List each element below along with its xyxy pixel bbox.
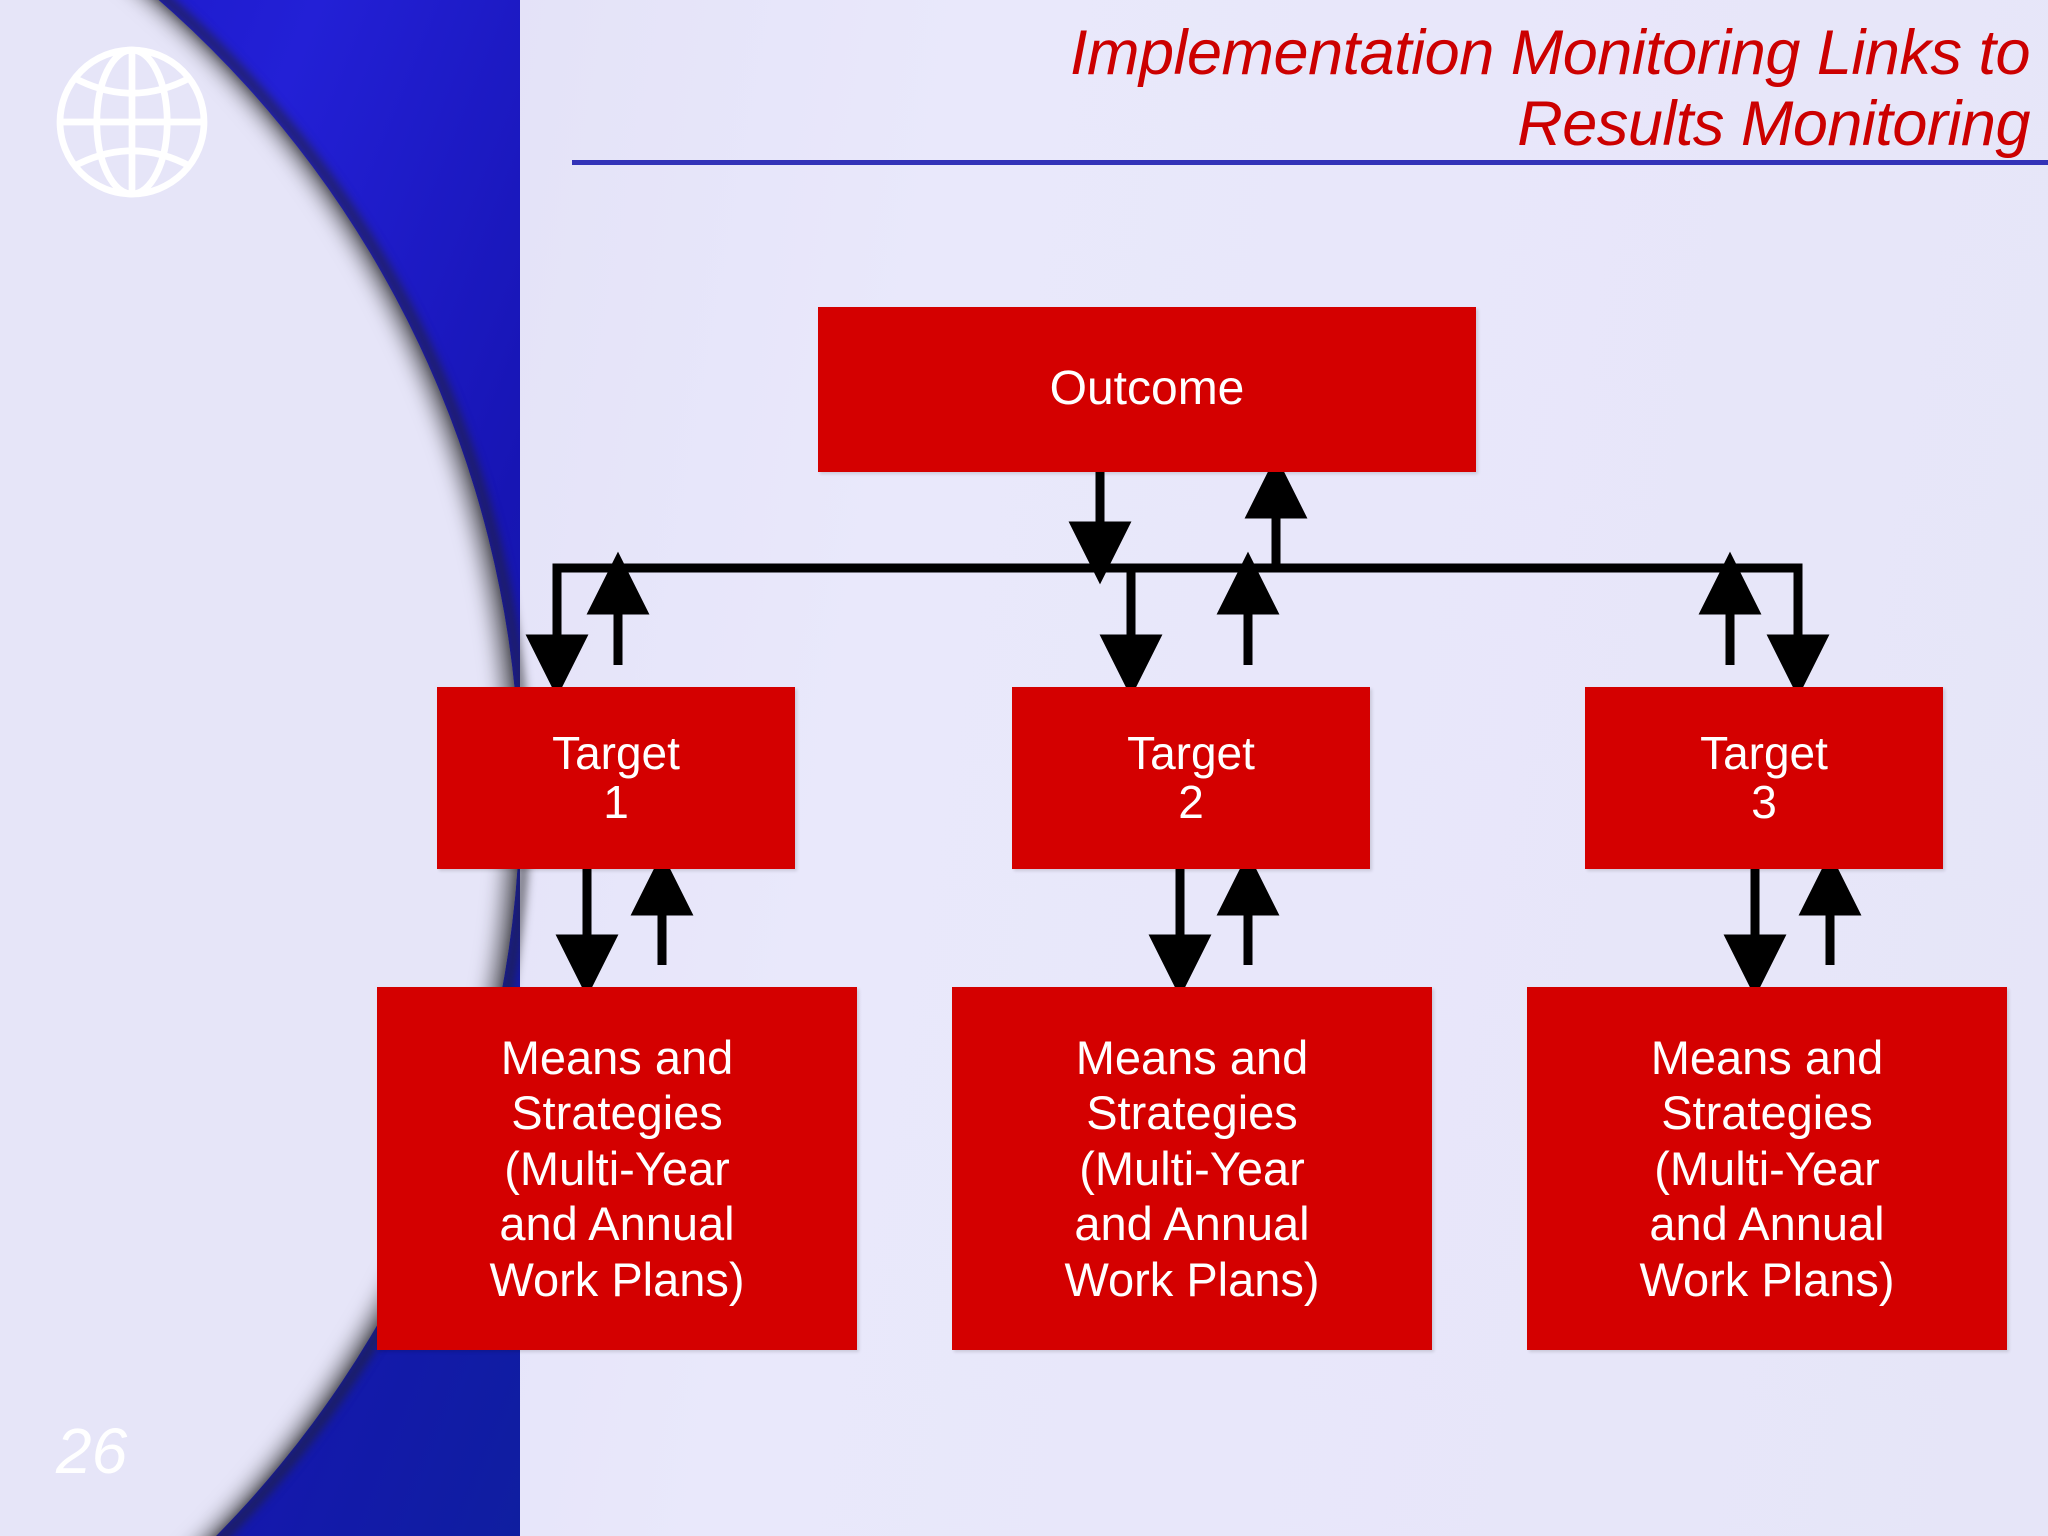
- node-target-3-number: 3: [1751, 776, 1777, 828]
- node-means-3-line-2: Strategies: [1661, 1086, 1873, 1140]
- node-means-3[interactable]: Means and Strategies (Multi-Year and Ann…: [1527, 987, 2007, 1350]
- node-means-2-line-3: (Multi-Year: [1079, 1141, 1305, 1195]
- node-means-3-line-4: and Annual: [1649, 1197, 1885, 1251]
- node-means-1-line-1: Means and: [500, 1030, 734, 1084]
- node-means-3-line-1: Means and: [1650, 1030, 1884, 1084]
- node-means-2[interactable]: Means and Strategies (Multi-Year and Ann…: [952, 987, 1432, 1350]
- node-target-3-label: Target: [1700, 727, 1828, 780]
- node-means-1-line-3: (Multi-Year: [504, 1141, 730, 1195]
- node-target-3[interactable]: Target 3: [1585, 687, 1943, 869]
- node-target-1[interactable]: Target 1: [437, 687, 795, 869]
- node-means-1-line-4: and Annual: [499, 1197, 735, 1251]
- node-means-2-line-1: Means and: [1075, 1030, 1309, 1084]
- node-target-2[interactable]: Target 2: [1012, 687, 1370, 869]
- title-line-1: Implementation Monitoring Links to: [1070, 18, 2031, 88]
- node-means-3-line-5: Work Plans): [1639, 1252, 1895, 1306]
- page-number: 26: [56, 1415, 128, 1487]
- node-means-1-line-5: Work Plans): [489, 1252, 745, 1306]
- node-target-2-number: 2: [1178, 776, 1204, 828]
- node-target-1-number: 1: [603, 776, 629, 828]
- node-target-2-label: Target: [1127, 727, 1255, 780]
- node-outcome-label: Outcome: [1049, 362, 1245, 416]
- slide-title: Implementation Monitoring Links to Resul…: [740, 18, 2031, 159]
- node-means-1[interactable]: Means and Strategies (Multi-Year and Ann…: [377, 987, 857, 1350]
- node-means-2-line-5: Work Plans): [1064, 1252, 1320, 1306]
- globe-icon: [56, 46, 208, 198]
- title-line-2: Results Monitoring: [1517, 88, 2030, 159]
- node-means-3-line-3: (Multi-Year: [1654, 1141, 1880, 1195]
- node-means-2-line-4: and Annual: [1074, 1197, 1310, 1251]
- title-underline-rule: [572, 160, 2048, 165]
- node-outcome[interactable]: Outcome: [818, 307, 1476, 472]
- node-target-1-label: Target: [552, 727, 680, 780]
- node-means-2-line-2: Strategies: [1086, 1086, 1298, 1140]
- node-means-1-line-2: Strategies: [511, 1086, 723, 1140]
